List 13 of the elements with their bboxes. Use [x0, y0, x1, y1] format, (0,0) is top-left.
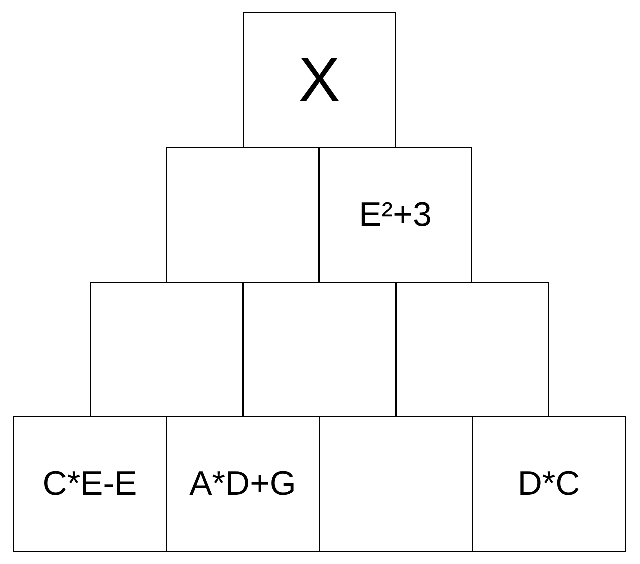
pyramid-box	[13, 416, 167, 552]
pyramid-box	[166, 147, 319, 283]
pyramid-box	[319, 147, 472, 283]
formula-text: D*C	[518, 464, 580, 504]
pyramid-box	[243, 282, 396, 417]
unknown-variable: X	[298, 44, 340, 116]
formula-text: E²+3	[359, 196, 432, 234]
pyramid-box	[90, 282, 243, 417]
pyramid-box	[243, 12, 396, 148]
formula-text: C*E-E	[42, 464, 138, 504]
formula-text: A*D+G	[190, 464, 296, 504]
pyramid-box	[396, 282, 549, 417]
pyramid-box	[472, 416, 626, 552]
